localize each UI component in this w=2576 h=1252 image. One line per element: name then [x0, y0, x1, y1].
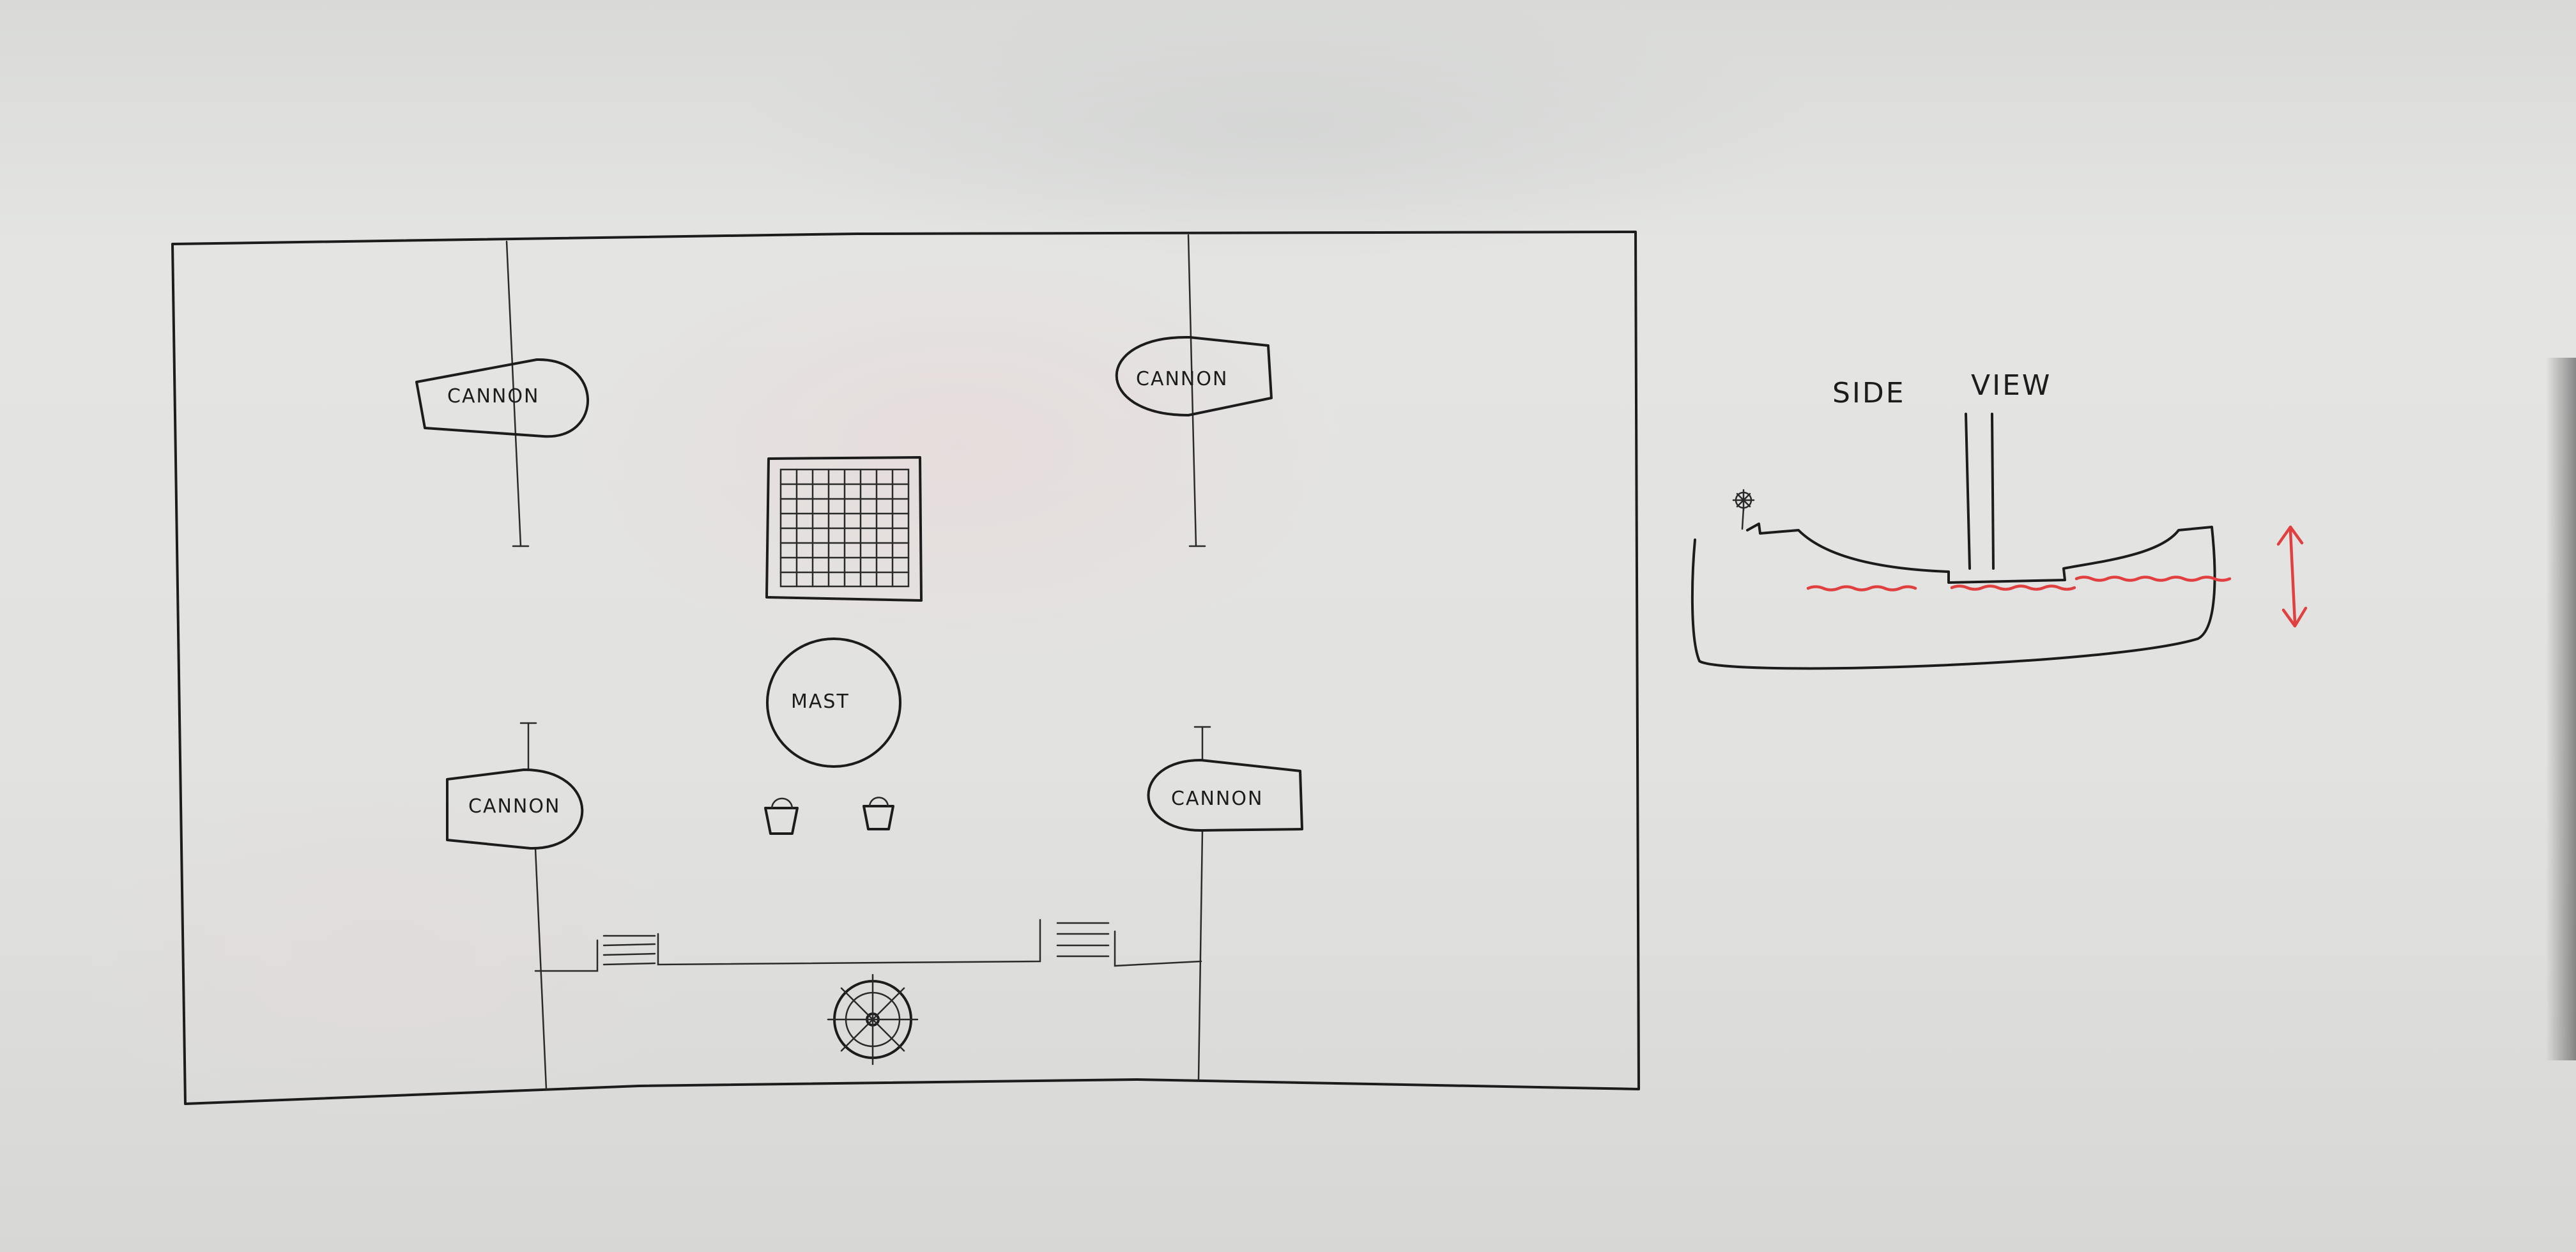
mast-label: MAST — [791, 691, 850, 713]
bucket-right-icon — [862, 797, 894, 830]
cannon-label: CANNON — [1136, 368, 1228, 390]
mast: MAST — [766, 637, 901, 768]
lower-partition — [534, 919, 1202, 972]
right-top-divider — [1187, 234, 1197, 547]
left-top-divider — [505, 240, 522, 547]
cannon-top-right: CANNON — [1115, 335, 1273, 416]
side-hull — [1690, 523, 2216, 670]
side-mast — [1965, 413, 1995, 570]
deck-outline — [171, 231, 1640, 1105]
board-edge-shadow — [2546, 358, 2576, 1060]
bucket-left-icon — [764, 797, 799, 835]
right-bottom-wall — [1197, 829, 1204, 1081]
steering-wheel-icon — [827, 973, 919, 1065]
stairs-right — [1056, 922, 1110, 958]
cannon-top-left: CANNON — [415, 358, 589, 438]
waterline — [1806, 576, 2232, 592]
stairs-left — [602, 935, 656, 966]
side-view-title-right: VIEW — [1971, 369, 2051, 402]
cargo-grate — [765, 456, 923, 602]
cannon-label: CANNON — [468, 795, 560, 818]
ship-top-view: CANNON CANNON CANNON CANNON MAST — [171, 231, 1640, 1105]
ship-side-view: SIDE VIEW — [1690, 369, 2308, 670]
vertical-movement-arrow-icon — [2276, 525, 2308, 628]
left-bottom-wall — [534, 847, 548, 1090]
cannon-label: CANNON — [1171, 788, 1263, 810]
cannon-bottom-left: CANNON — [446, 768, 584, 850]
side-view-title-left: SIDE — [1832, 377, 1906, 409]
cannon-bottom-right: CANNON — [1147, 759, 1303, 832]
side-wheel-icon — [1732, 489, 1755, 530]
cannon-label: CANNON — [447, 385, 539, 408]
